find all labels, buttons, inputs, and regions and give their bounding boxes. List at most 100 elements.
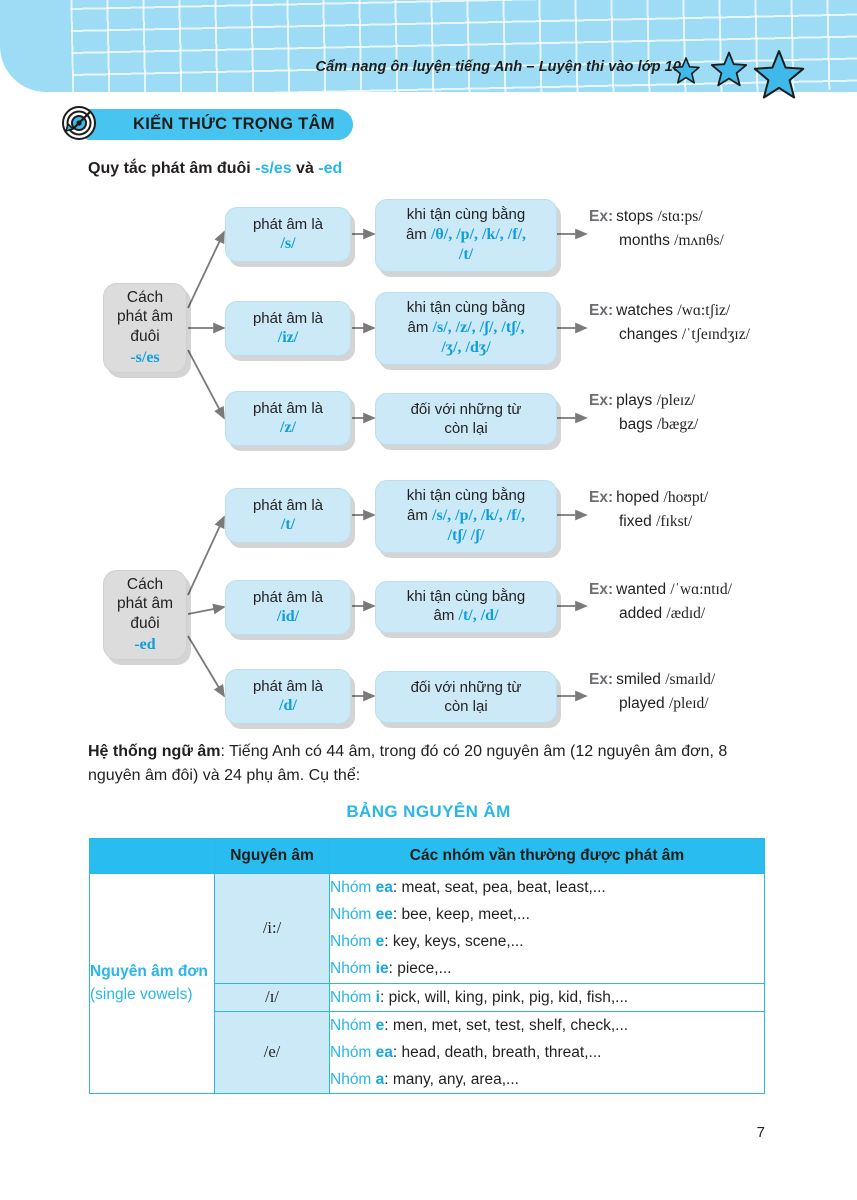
group-line: Nhóm ea: meat, seat, pea, beat, least,..… <box>330 874 764 901</box>
example-word-1: stops <box>616 208 654 225</box>
group-line: Nhóm ea: head, death, breath, threat,... <box>330 1039 764 1066</box>
paragraph-body: : Tiếng Anh có 44 âm, trong đó có 20 ngu… <box>88 743 728 785</box>
example-text: Ex:stops /stɑ:ps/ months /mʌnθs/ <box>589 205 724 253</box>
table-header-vowel: Nguyên âm <box>214 838 330 874</box>
group-line: Nhóm i: pick, will, king, pink, pig, kid… <box>330 984 764 1011</box>
rule-node: phát âm là /t/ <box>225 488 351 543</box>
rule-node: phát âm là /iz/ <box>225 301 351 356</box>
condition-node: khi tận cùng bằng âm /θ/, /p/, /k/, /f/,… <box>375 199 557 272</box>
example-word-2: added <box>619 605 663 623</box>
root-line-2: phát âm <box>116 308 173 326</box>
rule-label: phát âm là <box>252 215 324 233</box>
condition-line-2: âm /s/, /p/, /k/, /f/, <box>407 506 525 526</box>
example-label: Ex: <box>589 489 614 506</box>
star-icons-group <box>671 48 811 100</box>
vowel-groups-cell: Nhóm e: men, met, set, test, shelf, chec… <box>329 1010 765 1095</box>
table-row: /ɪ/ Nhóm i: pick, will, king, pink, pig,… <box>90 982 765 1012</box>
flow-root-node: Cách phát âm đuôi -s/es <box>103 283 187 373</box>
example-text: Ex:wanted /ˈwɑ:ntɪd/ added /ædɪd/ <box>589 578 732 626</box>
condition-ipa-b: /t/ <box>458 246 474 264</box>
group-prefix: Nhóm <box>330 960 376 978</box>
example-ipa-1: /hoʊpt/ <box>663 489 709 506</box>
group-key: ea <box>375 1043 393 1061</box>
example-text: Ex:watches /wɑ:tʃiz/ changes /ˈtʃeɪndʒɪz… <box>589 299 750 347</box>
example-text: Ex:plays /pleɪz/ bags /bægz/ <box>589 389 698 437</box>
condition-prefix: âm <box>407 318 433 336</box>
example-label: Ex: <box>589 208 614 225</box>
rule-label: phát âm là <box>252 399 324 417</box>
group-prefix: Nhóm <box>330 988 376 1006</box>
example-ipa-1: /wɑ:tʃiz/ <box>677 302 731 319</box>
rule-label: phát âm là <box>252 309 324 327</box>
example-label: Ex: <box>589 302 614 319</box>
page-header-banner <box>0 0 857 92</box>
example-ipa-2: /fɪkst/ <box>656 513 693 531</box>
rule-node: phát âm là /s/ <box>225 207 351 262</box>
rule-ipa: /id/ <box>276 607 300 625</box>
example-text: Ex:hoped /hoʊpt/ fixed /fɪkst/ <box>589 486 708 534</box>
rule-label: phát âm là <box>252 496 324 514</box>
section-heading-pill: KIẾN THỨC TRỌNG TÂM <box>85 109 353 140</box>
example-word-1: wanted <box>616 581 667 598</box>
example-line-2: added /ædɪd/ <box>589 602 732 626</box>
page-subtitle: Quy tắc phát âm đuôi -s/es và -ed <box>88 160 342 178</box>
root-code: -ed <box>134 636 156 653</box>
condition-line-1: khi tận cùng bằng <box>406 588 526 606</box>
target-icon <box>62 106 96 140</box>
group-words: : piece,... <box>388 960 452 978</box>
example-line-2: changes /ˈtʃeɪndʒɪz/ <box>589 323 750 347</box>
subtitle-middle: và <box>291 160 319 177</box>
table-header-row: Nguyên âm Các nhóm vần thường được phát … <box>89 838 765 874</box>
group-words: : many, any, area,... <box>384 1070 519 1088</box>
subtitle-prefix: Quy tắc phát âm đuôi <box>88 160 256 177</box>
condition-line-1: đối với những từ <box>410 678 522 696</box>
group-key: ee <box>375 906 393 924</box>
row-group-label-bold: Nguyên âm đơn <box>90 963 208 981</box>
example-word-1: plays <box>616 392 653 409</box>
condition-node: khi tận cùng bằng âm /t/, /d/ <box>375 581 557 633</box>
table-header-blank <box>89 838 215 874</box>
condition-line-2: còn lại <box>444 420 488 437</box>
example-line-2: played /pleɪd/ <box>589 692 715 716</box>
row-group-label-normal: (single vowels) <box>90 985 193 1003</box>
vowel-ipa-cell: /e/ <box>214 1010 330 1095</box>
condition-ipa-b: /ʒ/, /dʒ/ <box>441 339 491 357</box>
table-header-groups: Các nhóm vần thường được phát âm <box>329 838 765 874</box>
table-title: BẢNG NGUYÊN ÂM <box>346 802 511 821</box>
example-ipa-2: /ædɪd/ <box>666 605 706 623</box>
rule-node: phát âm là /id/ <box>225 580 351 635</box>
star-icon <box>753 50 805 99</box>
condition-prefix: âm <box>407 506 433 524</box>
subtitle-code-s-es: -s/es <box>255 160 292 177</box>
example-ipa-2: /pleɪd/ <box>669 695 709 713</box>
root-line-1: Cách <box>126 575 164 593</box>
example-ipa-1: /pleɪz/ <box>656 392 696 409</box>
page-number: 7 <box>756 1124 765 1141</box>
group-prefix: Nhóm <box>330 1070 376 1088</box>
example-word-2: changes <box>619 326 678 344</box>
vowel-groups-cell: Nhóm ea: meat, seat, pea, beat, least,..… <box>329 873 765 984</box>
condition-ipa-b: /tʃ/ /ʃ/ <box>447 527 485 545</box>
group-words: : key, keys, scene,... <box>384 933 524 951</box>
group-key: e <box>375 1016 385 1034</box>
example-line-2: fixed /fɪkst/ <box>589 510 708 534</box>
condition-line-1: khi tận cùng bằng <box>406 487 526 505</box>
section-heading-text: KIẾN THỨC TRỌNG TÂM <box>133 115 335 133</box>
root-code: -s/es <box>130 349 160 366</box>
star-icon <box>710 51 748 87</box>
group-words: : pick, will, king, pink, pig, kid, fish… <box>379 988 629 1006</box>
vowel-table: Nguyên âm Các nhóm vần thường được phát … <box>89 838 765 1095</box>
condition-node: đối với những từ còn lại <box>375 671 557 723</box>
paragraph-bold-lead: Hệ thống ngữ âm <box>88 743 221 760</box>
group-key: a <box>375 1070 385 1088</box>
group-line: Nhóm a: many, any, area,... <box>330 1066 764 1093</box>
group-key: e <box>375 933 385 951</box>
group-prefix: Nhóm <box>330 1043 376 1061</box>
rule-ipa: /iz/ <box>277 328 299 346</box>
example-word-2: bags <box>619 416 653 434</box>
group-prefix: Nhóm <box>330 879 376 896</box>
group-words: : head, death, breath, threat,... <box>392 1043 602 1061</box>
root-line-1: Cách <box>126 288 164 306</box>
rule-label: phát âm là <box>252 677 324 695</box>
subtitle-code-ed: -ed <box>318 160 343 177</box>
